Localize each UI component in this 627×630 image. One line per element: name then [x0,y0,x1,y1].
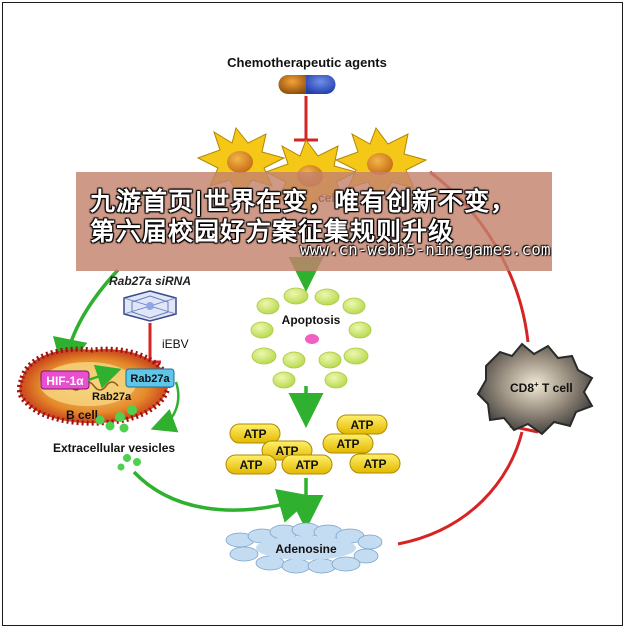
cd8-label: CD8+ T cell [510,380,573,395]
banner-url: www.cn-webh5-ninegames.com [300,240,551,259]
hif-to-rab-arrow [87,364,122,389]
atp-label: ATP [336,437,359,451]
adenosine-inhibit-arc [397,431,524,546]
atp-molecules [225,414,401,475]
rab27a-sirna-label: Rab27a siRNA [109,274,191,288]
watermark-banner: 九游首页|世界在变，唯有创新不变， 第六届校园好方案征集规则升级 www.cn-… [76,172,552,271]
adenosine-label: Adenosine [275,542,337,556]
rab-to-ev-arrow [150,381,180,433]
inhibition-drug-to-tumor [294,96,318,142]
atp-label: ATP [350,418,373,432]
rab27a-gene-label: Rab27a [92,391,132,403]
iebv-label: iEBV [162,337,189,351]
atp-label: ATP [243,427,266,441]
apoptotic-bodies [250,287,372,389]
adenosine-cloud [225,522,383,574]
drug-capsule [278,75,336,94]
banner-line-2: 第六届校园好方案征集规则升级 [90,217,455,246]
atp-label: ATP [363,457,386,471]
atp-label: ATP [239,458,262,472]
atp-label: ATP [295,458,318,472]
chemo-label: Chemotherapeutic agents [227,55,387,70]
apoptosis-label: Apoptosis [282,313,341,327]
rab27a-box-label: Rab27a [130,373,170,385]
cd8-t-cell [476,342,594,436]
arrow-ev-to-adenosine [132,470,314,523]
atp-label: ATP [275,444,298,458]
b-cell-label: B cell [66,408,98,422]
sirna-nanoparticle-icon [123,290,177,322]
hif1a-label: HIF-1α [46,374,84,388]
apoptosis-core [305,334,319,344]
ev-label: Extracellular vesicles [53,441,175,455]
rab27a-box [125,368,175,388]
extracellular-vesicle-dots [95,405,141,471]
banner-line-1: 九游首页|世界在变，唯有创新不变， [90,187,517,216]
